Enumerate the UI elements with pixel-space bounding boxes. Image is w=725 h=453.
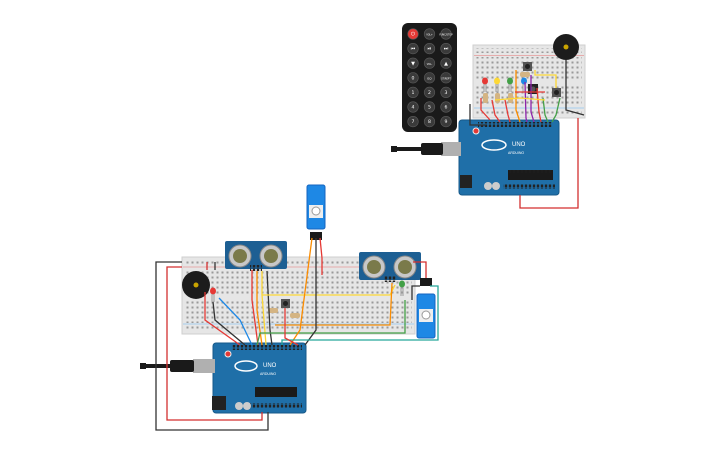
remote-button-16[interactable]: 5: [423, 101, 436, 113]
remote-button-1[interactable]: VOL+: [423, 28, 436, 40]
wires-top: [469, 60, 585, 209]
remote-button-label: 8: [428, 119, 431, 125]
remote-button-label: 7: [412, 119, 415, 125]
remote-button-20[interactable]: 9: [440, 115, 452, 128]
led-red-bottom[interactable]: [210, 287, 216, 303]
remote-button-label: 3: [445, 90, 448, 96]
usb-cable-top[interactable]: [391, 142, 461, 156]
remote-button-11[interactable]: ST/REPT: [440, 72, 452, 84]
fast-forward-icon: ⏭: [444, 46, 449, 52]
remote-button-14[interactable]: 3: [440, 86, 452, 98]
wires-bottom: [155, 237, 439, 431]
remote-button-8[interactable]: ▲: [440, 57, 452, 69]
uno-label-bottom: UNO: [263, 363, 277, 369]
remote-button-6[interactable]: ▼: [407, 57, 419, 69]
arduino-uno-bottom[interactable]: UNO ARDUINO: [212, 342, 307, 414]
remote-button-grid: ⏻ VOL+ FUNC/STOP ⏮ ⏯ ⏭ ▼ VOL- ▲ 0 EQ ST/REPT 1 2 3 4 5 6 7…: [407, 28, 453, 128]
remote-button-15[interactable]: 4: [407, 101, 419, 113]
up-icon: ▲: [444, 61, 448, 67]
ir-receiver-top[interactable]: [528, 84, 538, 94]
remote-button-label: VOL-: [427, 63, 433, 66]
ir-remote[interactable]: ⏻ VOL+ FUNC/STOP ⏮ ⏯ ⏭ ▼ VOL- ▲ 0 EQ ST/REPT 1 2 3 4 5 6 7…: [402, 23, 457, 132]
power-icon: ⏻: [411, 32, 415, 38]
pushbutton-top[interactable]: [523, 62, 561, 97]
remote-button-9[interactable]: 0: [407, 72, 419, 84]
led-green-bottom[interactable]: [399, 280, 405, 297]
led-green-top[interactable]: [507, 77, 513, 93]
remote-button-4[interactable]: ⏯: [423, 42, 436, 55]
remote-button-5[interactable]: ⏭: [440, 42, 452, 55]
remote-button-label: 1: [412, 90, 415, 96]
buzzer-top[interactable]: [553, 34, 579, 60]
uno-label-top: UNO: [512, 142, 526, 148]
remote-button-19[interactable]: 8: [423, 115, 436, 128]
remote-button-0[interactable]: ⏻: [407, 28, 419, 40]
buzzer-bottom[interactable]: [182, 271, 210, 299]
led-yellow-top[interactable]: [494, 77, 500, 93]
servo-motor-right[interactable]: [416, 278, 436, 339]
resistor-bottom[interactable]: [268, 308, 300, 318]
rewind-icon: ⏮: [411, 46, 416, 52]
down-icon: ▼: [411, 61, 415, 67]
remote-button-12[interactable]: 1: [407, 86, 419, 98]
remote-button-label: 6: [445, 105, 448, 111]
ultrasonic-sensor-right[interactable]: [359, 252, 421, 282]
servo-motor-top[interactable]: [306, 184, 326, 240]
remote-button-2[interactable]: FUNC/STOP: [439, 28, 453, 40]
remote-button-3[interactable]: ⏮: [407, 42, 419, 55]
play-pause-icon: ⏯: [427, 46, 431, 52]
led-red-top[interactable]: [482, 77, 488, 93]
remote-button-label: 2: [428, 90, 431, 96]
pushbutton-bottom[interactable]: [281, 299, 290, 308]
remote-button-10[interactable]: EQ: [423, 72, 436, 84]
usb-cable-bottom[interactable]: [140, 359, 215, 373]
remote-button-label: 4: [412, 105, 415, 111]
remote-button-label: ST/REPT: [441, 77, 451, 80]
ultrasonic-sensor-left[interactable]: [225, 241, 287, 271]
remote-button-18[interactable]: 7: [407, 115, 419, 128]
remote-button-7[interactable]: VOL-: [423, 57, 436, 69]
remote-button-label: 9: [445, 119, 448, 125]
remote-button-label: 5: [428, 105, 431, 111]
arduino-label-bottom: ARDUINO: [260, 372, 276, 376]
remote-button-17[interactable]: 6: [440, 101, 452, 113]
remote-button-label: EQ: [427, 76, 432, 80]
arduino-uno-top[interactable]: UNO ARDUINO: [458, 119, 560, 196]
remote-button-label: 0: [412, 75, 415, 81]
remote-button-label: FUNC/STOP: [439, 34, 453, 37]
remote-button-label: VOL+: [426, 34, 433, 37]
arduino-label-top: ARDUINO: [508, 151, 524, 155]
remote-button-13[interactable]: 2: [423, 86, 436, 98]
